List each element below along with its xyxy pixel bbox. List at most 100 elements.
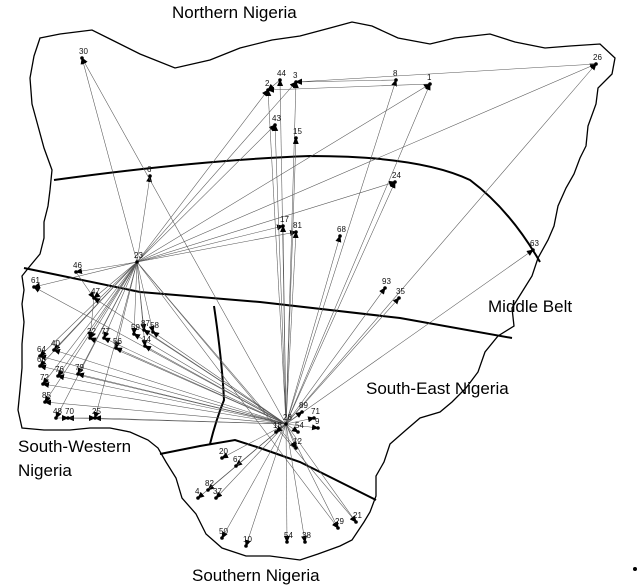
node-35: [397, 296, 401, 300]
node-label-44: 44: [277, 69, 286, 78]
flow-arrow-28-to-38: [285, 423, 308, 543]
region-label-south: Southern Nigeria: [192, 566, 320, 585]
node-87: [142, 328, 146, 332]
node-64: [38, 354, 42, 358]
boundary-south-coast: [159, 438, 377, 501]
flow-arrow-28-to-79: [77, 372, 287, 425]
node-21: [354, 520, 358, 524]
node-72: [41, 382, 45, 386]
node-68: [338, 234, 342, 238]
node-label-85: 85: [42, 391, 51, 400]
node-56: [114, 346, 118, 350]
node-label-64: 64: [37, 345, 46, 354]
flow-arrow-28-to-40: [53, 348, 287, 425]
node-66: [38, 364, 42, 368]
flow-arrow-28-to-25: [94, 415, 287, 425]
node-3: [294, 80, 298, 84]
node-label-89: 89: [299, 401, 308, 410]
flow-arrow-28-to-72: [42, 382, 287, 425]
node-79: [76, 372, 80, 376]
flow-arrow-28-to-76: [57, 374, 287, 425]
flow-arrow-23-to-24: [136, 180, 396, 263]
flow-arrow-28-to-30: [81, 57, 287, 425]
node-label-21: 21: [353, 511, 362, 520]
node-54: [296, 430, 300, 434]
flow-arrow-23-to-46: [75, 261, 138, 274]
flow-arrow-28-to-37: [215, 423, 287, 499]
node-14: [143, 344, 147, 348]
node-label-26: 26: [593, 53, 602, 62]
flow-arrow-23-to-64: [39, 261, 138, 357]
flow-arrow-47-to-22: [87, 297, 95, 339]
node-label-22: 22: [87, 327, 96, 336]
node-30: [80, 56, 84, 60]
node-8: [394, 78, 398, 82]
node-12: [294, 446, 298, 450]
flow-arrow-28-to-35: [285, 297, 400, 425]
node-label-54: 54: [295, 421, 304, 430]
flow-arrow-23-to-48: [55, 261, 138, 419]
node-29: [336, 526, 340, 530]
flow-arrow-28-to-93: [285, 287, 386, 425]
node-89: [300, 410, 304, 414]
flow-arrow-23-to-3: [136, 81, 297, 263]
node-label-46: 46: [73, 261, 82, 270]
flow-arrow-28-to-10: [245, 423, 287, 547]
flow-arrow-23-to-25: [93, 261, 138, 419]
node-label-70: 70: [65, 407, 74, 416]
node-44: [278, 78, 282, 82]
node-label-67: 67: [233, 455, 242, 464]
flow-arrow-1-to-2: [267, 83, 431, 93]
node-4: [196, 496, 200, 500]
node-48: [54, 416, 58, 420]
region-label-south-west-line1: South-Western: [18, 437, 132, 456]
flow-arrow-23-to-81: [136, 230, 297, 263]
flow-arrow-46-to-47: [75, 271, 95, 299]
node-label-48: 48: [53, 407, 62, 416]
flow-arrow-28-to-56: [115, 347, 287, 425]
node-label-58: 58: [150, 321, 159, 330]
node-label-59: 59: [131, 323, 140, 332]
corner-dot: [633, 567, 637, 571]
node-40: [52, 348, 56, 352]
node-22: [88, 336, 92, 340]
node-label-38: 38: [302, 531, 311, 540]
flow-arrow-23-to-76: [57, 261, 138, 377]
node-label-72: 72: [40, 373, 49, 382]
flow-arrow-28-to-12: [285, 423, 297, 449]
node-label-28: 28: [283, 413, 292, 422]
node-58: [151, 330, 155, 334]
node-label-3: 3: [293, 71, 298, 80]
node-59: [132, 332, 136, 336]
flow-arrow-23-to-77: [103, 261, 138, 339]
flow-arrow-28-to-77: [103, 337, 287, 425]
node-label-79: 79: [75, 363, 84, 372]
flow-arrow-28-to-87: [143, 329, 287, 425]
node-label-29: 29: [335, 517, 344, 526]
flow-arrow-23-to-14: [136, 261, 148, 347]
node-50: [220, 536, 224, 540]
flow-arrow-28-to-5a: [283, 423, 290, 543]
flow-arrow-28-to-71: [285, 416, 315, 425]
node-label-24: 24: [392, 171, 401, 180]
node-17: [281, 224, 285, 228]
region-label-south-east: South-East Nigeria: [366, 379, 509, 398]
node-26: [594, 62, 598, 66]
migration-flows: [33, 57, 597, 547]
flow-arrow-8-to-3: [295, 78, 397, 85]
node-37: [214, 496, 218, 500]
node-9: [316, 426, 320, 430]
node-label-71: 71: [311, 407, 320, 416]
node-label-35: 35: [396, 287, 405, 296]
node-label-17: 17: [280, 215, 289, 224]
node-25: [93, 416, 97, 420]
node-label-66: 66: [37, 355, 46, 364]
flow-arrow-28-to-81: [285, 231, 299, 425]
node-label-61: 61: [31, 276, 40, 285]
node-label-63: 63: [530, 239, 539, 248]
node-82: [206, 488, 210, 492]
node-label-20: 20: [219, 447, 228, 456]
flow-arrow-28-to-50: [221, 423, 287, 539]
flow-arrow-28-to-17: [280, 225, 287, 425]
node-23: [135, 260, 139, 264]
